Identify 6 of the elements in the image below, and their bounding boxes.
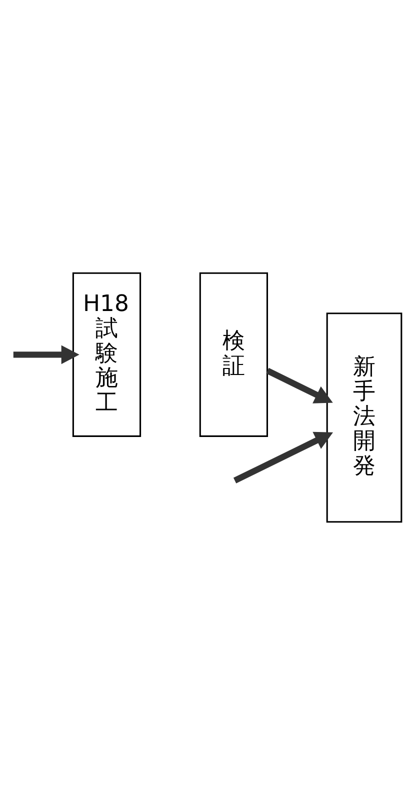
node-box: 新手法開発 <box>326 312 402 522</box>
arrow <box>13 344 80 364</box>
arrow <box>266 367 333 403</box>
node-box: H18試験施工 <box>72 272 142 436</box>
node-box: 検証 <box>199 272 268 436</box>
arrow <box>233 431 334 483</box>
